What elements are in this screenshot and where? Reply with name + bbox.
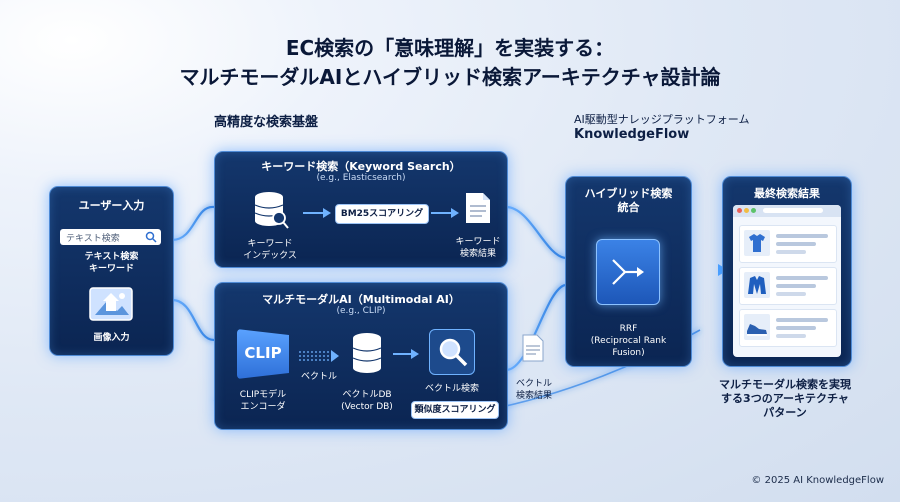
platform-label: AI駆動型ナレッジプラットフォーム bbox=[574, 113, 750, 126]
rrf-desc-2: Fusion) bbox=[612, 348, 645, 358]
keyword-result-label-2: 検索結果 bbox=[459, 249, 496, 259]
flow-input-to-multimodal bbox=[171, 298, 215, 342]
keyword-panel-subtitle: (e.g., Elasticsearch) bbox=[316, 173, 406, 183]
caption-line1: マルチモーダル検索を実現 bbox=[719, 378, 851, 391]
search-placeholder: テキスト検索 bbox=[66, 234, 120, 244]
keyword-index-label-2: インデックス bbox=[243, 251, 297, 261]
document-icon bbox=[466, 193, 490, 223]
merge-block bbox=[596, 239, 660, 305]
rrf-label: RRF bbox=[619, 324, 638, 334]
page-title-line2: マルチモーダルAIとハイブリッド検索アーキテクチャ設計論 bbox=[179, 65, 721, 89]
clip-encoder-block: CLIP bbox=[237, 329, 289, 379]
multimodal-panel-subtitle: (e.g., CLIP) bbox=[336, 306, 386, 316]
copyright-footer: © 2025 AI KnowledgeFlow bbox=[751, 475, 884, 486]
vector-label: ベクトル bbox=[300, 372, 337, 382]
final-results-title: 最終検索結果 bbox=[754, 187, 820, 200]
arrow-right-icon bbox=[431, 208, 459, 218]
keyword-result-label-1: キーワード bbox=[455, 237, 501, 247]
user-input-panel: ユーザー入力 テキスト検索 テキスト検索 キーワード 画像入力 bbox=[49, 186, 174, 356]
clip-text: CLIP bbox=[244, 344, 282, 362]
vector-search-label: ベクトル検索 bbox=[424, 384, 479, 394]
vector-db-label-2: (Vector DB) bbox=[341, 402, 393, 412]
flow-keyword-to-hybrid bbox=[505, 205, 566, 260]
sneaker-icon bbox=[744, 314, 770, 340]
vector-db-label-1: ベクトルDB bbox=[342, 390, 392, 400]
image-upload-icon bbox=[89, 287, 133, 321]
vector-search-magnifier bbox=[429, 329, 475, 375]
final-results-panel: 最終検索結果 bbox=[722, 176, 852, 367]
clip-model-label-2: エンコーダ bbox=[240, 402, 286, 412]
keyword-index-label-1: キーワード bbox=[247, 239, 293, 249]
merge-icon bbox=[612, 259, 644, 285]
flow-input-to-keyword bbox=[171, 205, 215, 242]
vector-arrows-icon bbox=[299, 350, 339, 362]
platform-name: KnowledgeFlow bbox=[574, 127, 690, 142]
keyword-panel-title: キーワード検索（Keyword Search） bbox=[261, 160, 461, 173]
image-input-label: 画像入力 bbox=[93, 333, 130, 343]
user-input-title: ユーザー入力 bbox=[78, 199, 145, 212]
vector-result-document-icon bbox=[522, 334, 544, 362]
multimodal-ai-panel: マルチモーダルAI（Multimodal AI） (e.g., CLIP) CL… bbox=[214, 282, 508, 430]
vector-result-label-1: ベクトル bbox=[515, 379, 552, 389]
keyword-label: キーワード bbox=[88, 264, 134, 274]
result-item[interactable] bbox=[739, 267, 837, 305]
vector-result-label-2: 検索結果 bbox=[515, 391, 552, 401]
bm25-scoring-badge: BM25スコアリング bbox=[335, 204, 429, 224]
flow-multimodal-to-hybrid bbox=[505, 283, 566, 372]
text-search-box[interactable]: テキスト検索 bbox=[60, 229, 161, 245]
search-icon bbox=[145, 231, 157, 243]
text-search-label: テキスト検索 bbox=[84, 252, 139, 262]
magnifier-icon bbox=[439, 338, 468, 367]
section-label-platform-base: 高精度な検索基盤 bbox=[214, 115, 319, 130]
caption-line2: する3つのアーキテクチャ bbox=[721, 392, 849, 405]
caption-line3: パターン bbox=[763, 406, 807, 419]
result-item[interactable] bbox=[739, 309, 837, 347]
hybrid-title-2: 統合 bbox=[617, 201, 640, 214]
multimodal-panel-title: マルチモーダルAI（Multimodal AI） bbox=[262, 293, 460, 306]
similarity-scoring-badge: 類似度スコアリング bbox=[411, 401, 499, 419]
clip-model-label-1: CLIPモデル bbox=[239, 390, 287, 400]
tshirt-icon bbox=[744, 230, 770, 256]
rrf-desc-1: (Reciprocal Rank bbox=[590, 336, 667, 346]
hybrid-search-panel: ハイブリッド検索 統合 RRF (Reciprocal Rank Fusion) bbox=[565, 176, 692, 367]
keyword-search-panel: キーワード検索（Keyword Search） (e.g., Elasticse… bbox=[214, 151, 508, 268]
jacket-icon bbox=[744, 272, 770, 298]
arrow-right-icon bbox=[393, 349, 419, 359]
database-icon bbox=[254, 192, 289, 229]
vector-database-icon bbox=[352, 333, 382, 373]
hybrid-title-1: ハイブリッド検索 bbox=[584, 187, 673, 200]
results-browser-window bbox=[733, 205, 841, 357]
arrow-right-icon bbox=[303, 208, 331, 218]
result-item[interactable] bbox=[739, 225, 837, 263]
page-title-line1: EC検索の「意味理解」を実装する： bbox=[285, 36, 615, 60]
